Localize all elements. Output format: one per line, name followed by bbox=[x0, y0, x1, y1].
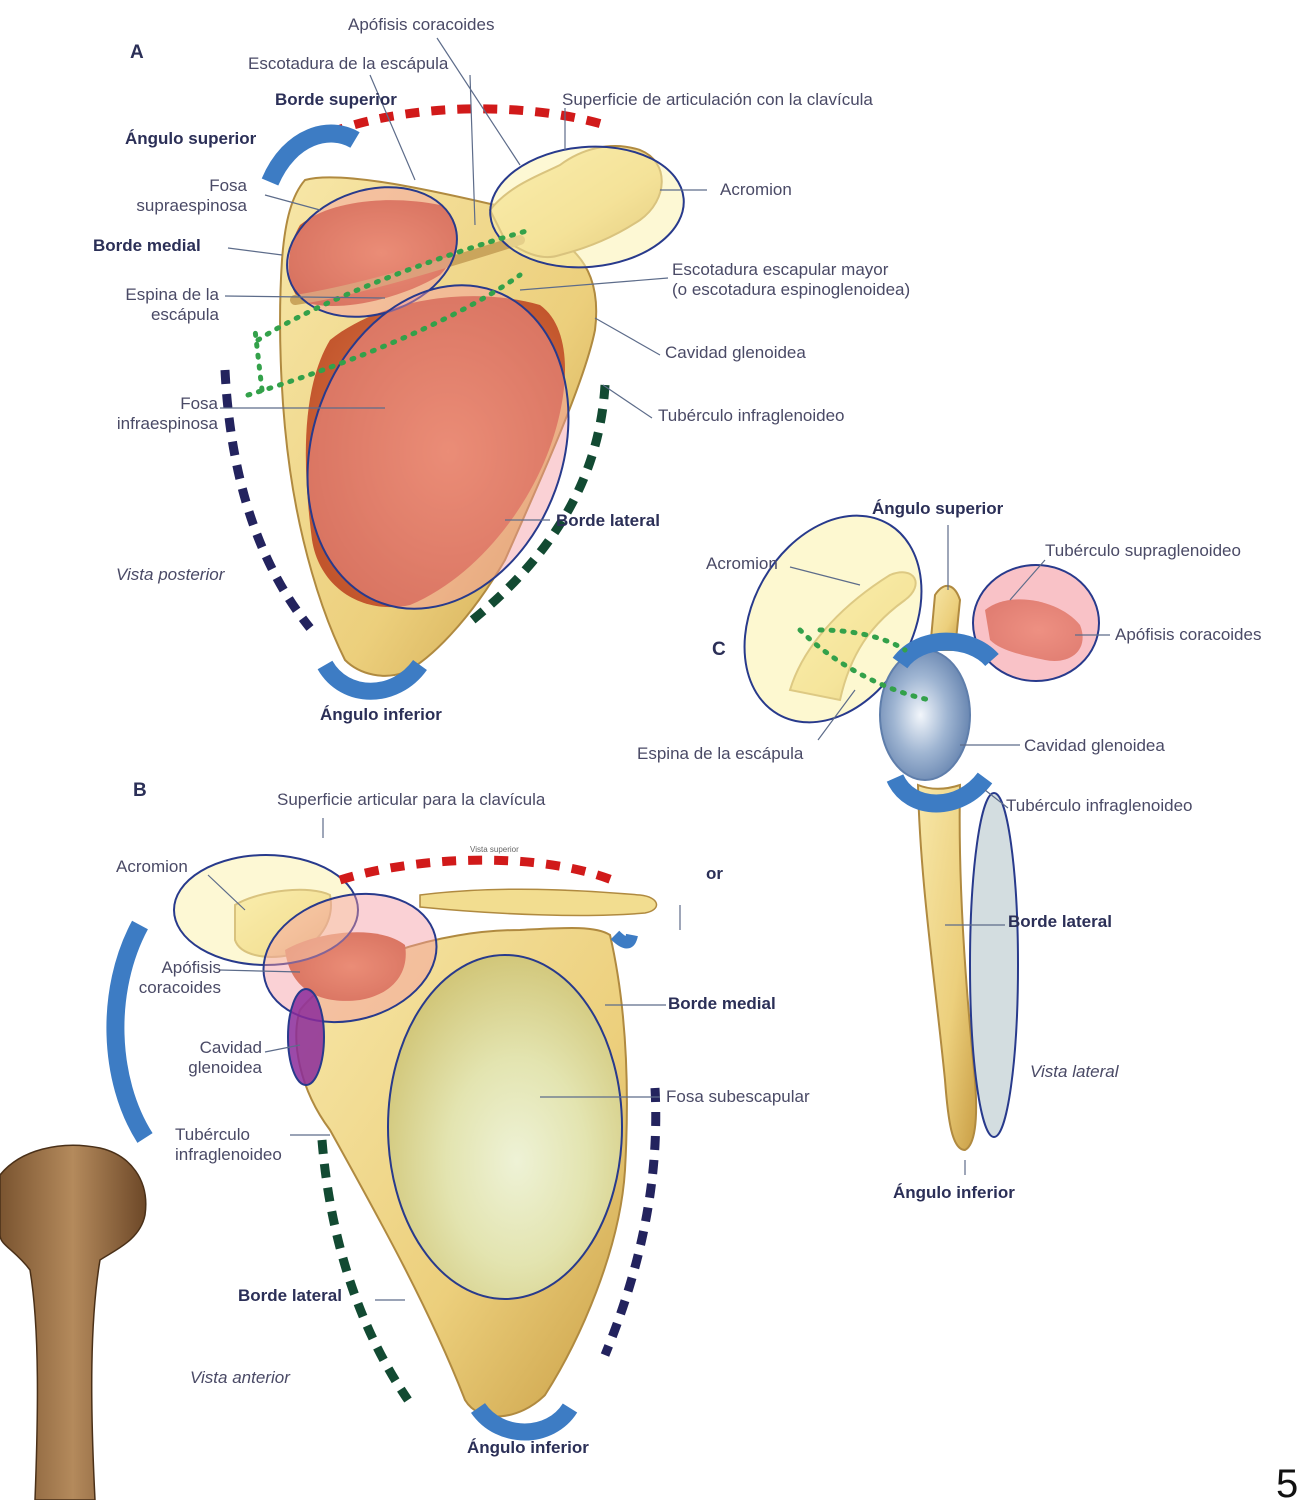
view-b-overlays bbox=[106, 818, 681, 1441]
label-escotadura-escapula: Escotadura de la escápula bbox=[248, 54, 449, 73]
label-fosa-supraespinosa: Fosa supraespinosa bbox=[136, 176, 247, 215]
page-number: 5 bbox=[1276, 1462, 1299, 1506]
label-tuberculo-infraglenoideo-b: Tubérculo infraglenoideo bbox=[175, 1125, 282, 1164]
acromion-b-ellipse bbox=[173, 854, 359, 966]
label-apofisis-coracoides-b: Apófisis coracoides bbox=[138, 958, 221, 997]
leader-lines-b bbox=[207, 818, 681, 1301]
angulo-superior-arc-c bbox=[892, 632, 999, 669]
label-apofisis-coracoides-a: Apófisis coracoides bbox=[348, 15, 495, 34]
angulo-small-arc-b bbox=[610, 930, 638, 949]
angulo-superior-arc-b bbox=[106, 920, 153, 1143]
label-borde-superior-a: Borde superior bbox=[275, 90, 397, 109]
supraspinous-muscle bbox=[288, 200, 457, 306]
spine-a-ridge bbox=[290, 235, 525, 305]
label-fragment-or: or bbox=[706, 864, 723, 883]
supraspinous-fossa-ellipse bbox=[286, 186, 458, 318]
label-angulo-inferior-c: Ángulo inferior bbox=[893, 1183, 1015, 1202]
angulo-inferior-arc-b bbox=[471, 1402, 578, 1441]
label-superficie-clavicula: Superficie de articulación con la clavíc… bbox=[562, 90, 873, 109]
label-acromion-c: Acromion bbox=[706, 554, 778, 573]
humerus-photo bbox=[0, 1144, 147, 1500]
label-cavidad-glenoidea-a: Cavidad glenoidea bbox=[665, 343, 806, 362]
leader-lines-a bbox=[220, 37, 707, 521]
view-a-overlays bbox=[220, 37, 707, 700]
label-borde-medial-a: Borde medial bbox=[93, 236, 201, 255]
glenoid-c-shape bbox=[879, 649, 971, 781]
label-tuberculo-supraglenoideo: Tubérculo supraglenoideo bbox=[1045, 541, 1241, 560]
label-borde-lateral-b: Borde lateral bbox=[238, 1286, 342, 1305]
label-vista-superior-inset: Vista superior bbox=[470, 845, 519, 854]
panel-c-letter: C bbox=[712, 639, 726, 660]
tuberculo-infraglenoideo-arc-c bbox=[886, 772, 993, 813]
label-vista-lateral: Vista lateral bbox=[1030, 1062, 1119, 1081]
spine-dotted-c bbox=[797, 627, 933, 703]
label-fosa-infraespinosa: Fosa infraespinosa bbox=[116, 394, 218, 433]
glenoid-b-ellipse bbox=[287, 988, 325, 1086]
label-borde-lateral-c: Borde lateral bbox=[1008, 912, 1112, 931]
label-tuberculo-infraglenoideo-a: Tubérculo infraglenoideo bbox=[658, 406, 845, 425]
scapula-c-body bbox=[916, 783, 978, 1152]
borde-lateral-dash-a bbox=[467, 384, 610, 626]
lateral-border-c-ellipse bbox=[969, 792, 1019, 1138]
clavicle-inset bbox=[419, 888, 658, 917]
label-angulo-superior-c: Ángulo superior bbox=[872, 499, 1004, 518]
label-fosa-subescapular: Fosa subescapular bbox=[666, 1087, 810, 1106]
label-apofisis-coracoides-c: Apófisis coracoides bbox=[1115, 625, 1262, 644]
label-borde-lateral-a: Borde lateral bbox=[556, 511, 660, 530]
label-cavidad-glenoidea-c: Cavidad glenoidea bbox=[1024, 736, 1165, 755]
infraspinous-muscle bbox=[305, 296, 565, 608]
acromion-a-ellipse bbox=[489, 145, 685, 269]
coracoid-c-ellipse bbox=[972, 564, 1100, 682]
borde-medial-dash-b bbox=[600, 1087, 661, 1357]
borde-superior-dash-b bbox=[338, 855, 614, 885]
borde-superior-dash-a bbox=[328, 104, 607, 138]
label-tuberculo-infraglenoideo-c: Tubérculo infraglenoideo bbox=[1006, 796, 1193, 815]
angulo-superior-arc-a bbox=[261, 124, 360, 186]
subscapular-fossa-ellipse bbox=[387, 954, 623, 1300]
view-c-overlays bbox=[743, 514, 1110, 1175]
label-acromion-b: Acromion bbox=[116, 857, 188, 876]
label-superficie-articular: Superficie articular para la clavícula bbox=[277, 790, 546, 809]
label-acromion-a: Acromion bbox=[720, 180, 792, 199]
panel-b-letter: B bbox=[133, 780, 147, 801]
label-vista-posterior: Vista posterior bbox=[116, 565, 225, 584]
angulo-inferior-arc-a bbox=[317, 659, 427, 700]
label-angulo-inferior-b: Ángulo inferior bbox=[467, 1438, 589, 1457]
label-borde-medial-b: Borde medial bbox=[668, 994, 776, 1013]
humerus-shape bbox=[0, 1144, 147, 1500]
label-escotadura-mayor: Escotadura escapular mayor (o escotadura… bbox=[672, 260, 911, 299]
label-angulo-superior-a: Ángulo superior bbox=[125, 129, 257, 148]
label-vista-anterior: Vista anterior bbox=[190, 1368, 290, 1387]
panel-a-letter: A bbox=[130, 42, 144, 63]
label-cavidad-glenoidea-b: Cavidad glenoidea bbox=[188, 1038, 262, 1077]
label-espina-escapula-a: Espina de la escápula bbox=[125, 285, 219, 324]
label-espina-escapula-c: Espina de la escápula bbox=[637, 744, 804, 763]
label-angulo-inferior-a: Ángulo inferior bbox=[320, 705, 442, 724]
spine-dotted-a bbox=[245, 227, 533, 398]
leader-lines-c bbox=[789, 525, 1110, 1175]
borde-lateral-dash-b bbox=[317, 1139, 412, 1403]
